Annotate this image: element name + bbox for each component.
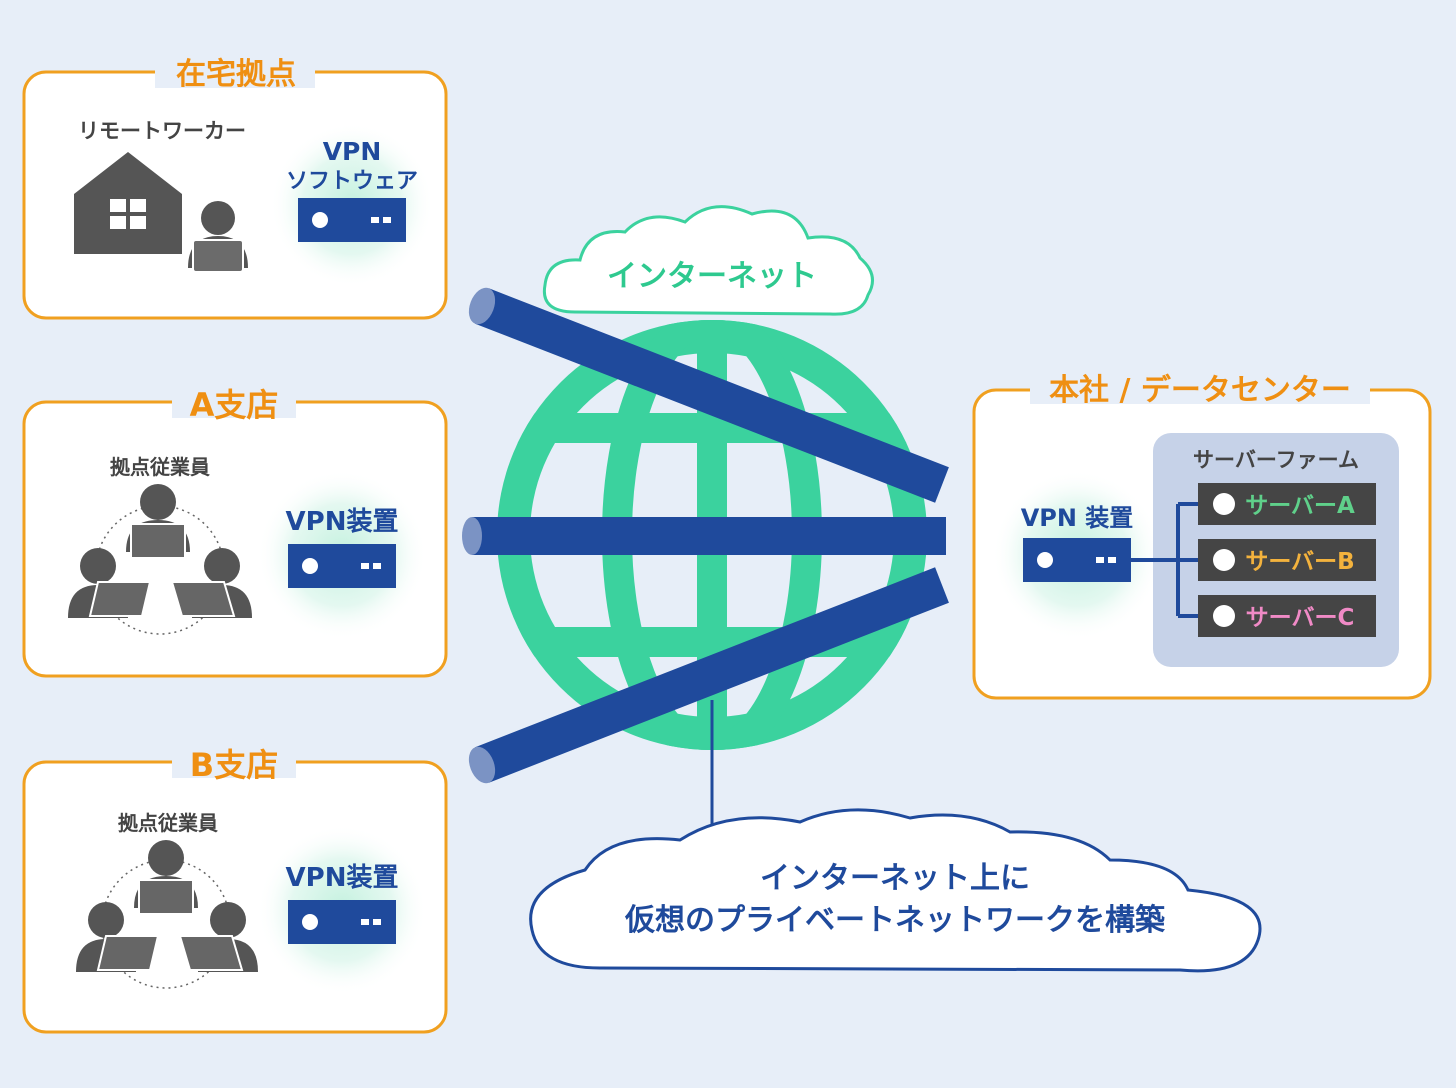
server-c-label: サーバーC	[1246, 605, 1355, 631]
home-office-title: 在宅拠点	[176, 57, 296, 92]
vpn-tunnels	[462, 287, 949, 784]
home-office-panel: 在宅拠点 リモートワーカー VPN ソフトウェア	[22, 57, 448, 320]
vpn-tunnel-branch-a	[462, 517, 946, 555]
caption-callout: インターネット上に 仮想のプライベートネットワークを構築	[529, 700, 1262, 973]
headquarters-panel: 本社 / データセンター VPN 装置 サーバーファーム サーバーA	[972, 372, 1432, 700]
branch-a-staff-label: 拠点従業員	[110, 455, 210, 479]
team-icon	[76, 840, 258, 989]
server-b-label: サーバーB	[1245, 549, 1354, 575]
cloud-icon: インターネット	[542, 205, 874, 316]
internet-label: インターネット	[607, 259, 817, 294]
branch-b-title: B支店	[190, 746, 278, 784]
vpn-software-label-line2: ソフトウェア	[286, 169, 418, 194]
server-connectors	[1131, 502, 1198, 618]
caption-line2: 仮想のプライベートネットワークを構築	[624, 903, 1166, 938]
vpn-device-icon	[1023, 538, 1131, 582]
server-a: サーバーA	[1198, 483, 1376, 525]
branch-a-panel: A支店 拠点従業員 VPN装置	[22, 386, 448, 678]
branch-a-title: A支店	[190, 386, 279, 424]
caption-line1: インターネット上に	[760, 861, 1030, 896]
server-farm: サーバーファーム サーバーA サーバーB サーバーC	[1131, 433, 1399, 667]
team-icon	[68, 484, 252, 635]
vpn-software-label-line1: VPN	[323, 137, 382, 166]
vpn-tunnel-branch-b	[468, 567, 949, 784]
vpn-device-icon	[298, 198, 406, 242]
remote-worker-icon	[188, 201, 248, 273]
vpn-tunnel-home	[468, 287, 949, 503]
branch-a-vpn-label: VPN装置	[286, 507, 399, 537]
server-a-label: サーバーA	[1245, 493, 1355, 519]
vpn-device-icon	[288, 900, 396, 944]
headquarters-title: 本社 / データセンター	[1049, 373, 1351, 408]
branch-b-vpn-label: VPN装置	[286, 863, 399, 893]
server-b: サーバーB	[1198, 539, 1376, 581]
branch-b-staff-label: 拠点従業員	[118, 811, 218, 835]
remote-worker-label: リモートワーカー	[78, 119, 246, 143]
server-c: サーバーC	[1198, 595, 1376, 637]
hq-vpn-label: VPN 装置	[1021, 504, 1134, 532]
server-farm-label: サーバーファーム	[1193, 448, 1359, 472]
branch-b-panel: B支店 拠点従業員 VPN装置	[22, 746, 448, 1034]
house-icon	[74, 152, 182, 254]
vpn-device-icon	[288, 544, 396, 588]
